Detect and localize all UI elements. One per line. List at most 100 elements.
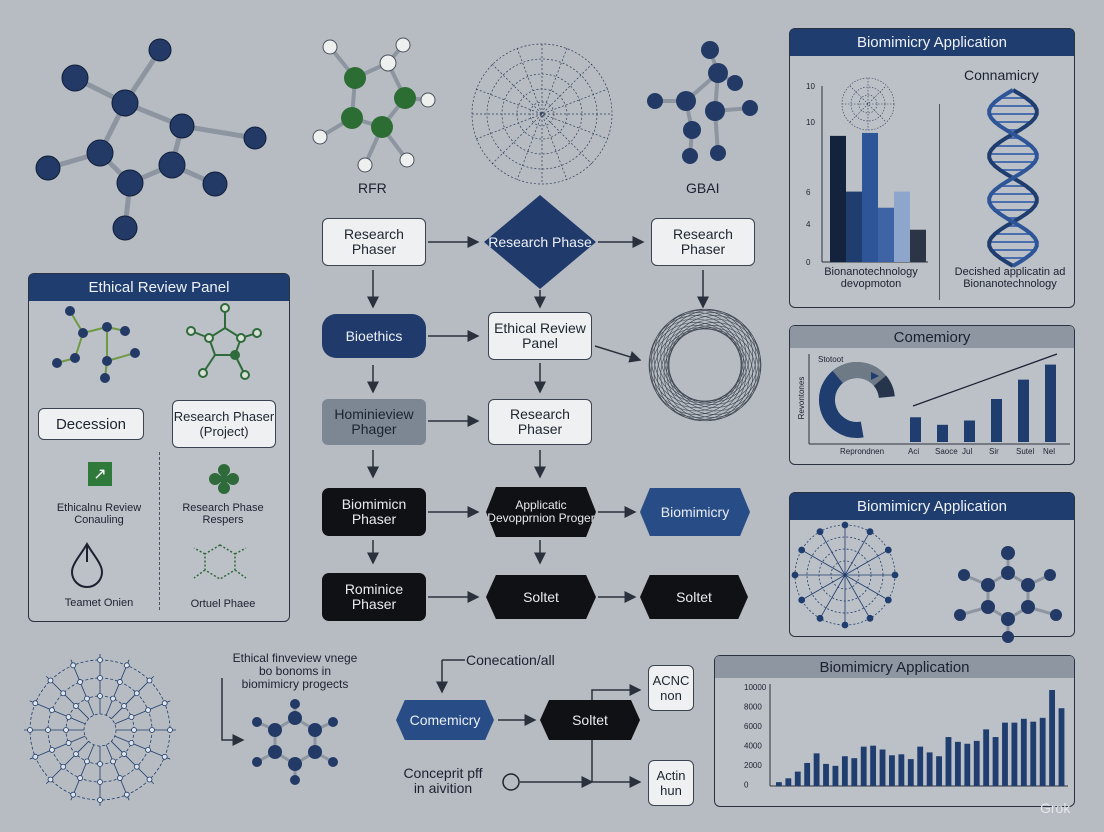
flow-biomimicry[interactable]: Biomimicry bbox=[640, 488, 750, 536]
ortual-phaee: Ortuel Phaee bbox=[190, 598, 256, 610]
comemiory-donut-label: Stotoot bbox=[818, 355, 844, 364]
bottom-acnc[interactable]: ACNC non bbox=[648, 665, 694, 711]
mid-molecule-icon bbox=[954, 546, 1062, 643]
ethical-panel-title: Ethical Review Panel bbox=[29, 274, 289, 301]
comemiory-bar bbox=[937, 424, 948, 442]
molecule-large-icon bbox=[35, 38, 267, 241]
ethical-review-consulting: Ethicalnu Review Conauling bbox=[56, 502, 142, 526]
ethical-molecule-left-icon bbox=[52, 306, 140, 383]
big-ytick: 8000 bbox=[744, 703, 762, 712]
flow-biomimicn-phaser[interactable]: Biomimicn Phaser bbox=[322, 488, 426, 536]
big-bar bbox=[841, 756, 848, 786]
flow-hominieview-phager[interactable]: Hominieview Phager bbox=[322, 399, 426, 445]
flow-application-development[interactable]: Applicatic Devopprnion Proger bbox=[486, 487, 596, 537]
big-bar bbox=[851, 758, 858, 786]
dna-helix-icon bbox=[987, 88, 1039, 268]
comemiory-xtick: Sir bbox=[989, 447, 999, 456]
big-bar bbox=[813, 753, 820, 786]
comemiory-bar bbox=[964, 420, 975, 442]
top-caption-left: Bionanotechnology devopmoton bbox=[824, 266, 918, 290]
big-bar bbox=[1058, 708, 1065, 786]
big-bar bbox=[964, 743, 971, 786]
top-bar bbox=[846, 191, 862, 262]
flow-bioethics[interactable]: Bioethics bbox=[322, 314, 426, 358]
big-ytick: 4000 bbox=[744, 742, 762, 751]
top-bar bbox=[830, 135, 846, 262]
big-ytick: 0 bbox=[744, 781, 749, 790]
big-bar bbox=[917, 746, 924, 786]
comemiory-title: Comemiory bbox=[790, 326, 1074, 348]
drop-icon bbox=[70, 542, 104, 588]
big-bar bbox=[870, 745, 877, 786]
top-bar bbox=[878, 207, 894, 262]
top-ytick: 4 bbox=[806, 220, 811, 229]
big-bar bbox=[945, 737, 952, 786]
big-bar bbox=[794, 771, 801, 786]
bottom-ethical-text: Ethical finveview vnege bo bonoms in bio… bbox=[232, 651, 358, 691]
comemiory-xtick: Saoce bbox=[935, 447, 958, 456]
radial-network-icon bbox=[24, 654, 176, 806]
comemiory-ylabel: Revontones bbox=[797, 376, 806, 420]
big-bar bbox=[823, 763, 829, 786]
big-bar bbox=[1030, 721, 1037, 786]
big-bar bbox=[1020, 718, 1027, 786]
big-bar bbox=[804, 762, 811, 786]
research-phase-respers: Research Phase Respers bbox=[182, 502, 264, 526]
bottom-comemicry[interactable]: Comemicry bbox=[396, 700, 494, 740]
big-bar bbox=[983, 729, 990, 786]
flow-ethical-review-panel[interactable]: Ethical Review Panel bbox=[488, 312, 592, 360]
molecule-blue-small-icon bbox=[647, 41, 758, 164]
comemiory-bar bbox=[991, 399, 1002, 442]
green-flower-icon bbox=[209, 464, 239, 494]
comemiory-bar bbox=[1018, 379, 1029, 442]
top-ytick: 0 bbox=[806, 258, 811, 267]
flow-soltet-1[interactable]: Soltet bbox=[486, 575, 596, 619]
flow-research-phaser-1[interactable]: Research Phaser bbox=[322, 218, 426, 266]
small-network-icon bbox=[841, 77, 895, 131]
comemiory-xtick: Jul bbox=[962, 447, 972, 456]
flow-research-phaser-2[interactable]: Research Phaser bbox=[651, 218, 755, 266]
comemiory-xtick: Nel bbox=[1043, 447, 1055, 456]
network-sphere-icon bbox=[471, 43, 613, 185]
ethical-research-phaser-box[interactable]: Research Phaser (Project) bbox=[172, 400, 276, 448]
bottom-actin[interactable]: Actin hun bbox=[648, 760, 694, 806]
ethical-divider bbox=[159, 452, 160, 610]
top-panel-subtitle: Connamicry bbox=[964, 67, 1039, 83]
big-bar bbox=[1039, 717, 1046, 786]
bottom-molecule-icon bbox=[252, 699, 338, 785]
big-bar bbox=[973, 740, 980, 786]
watermark-grok: Grok bbox=[1040, 800, 1071, 816]
big-bar bbox=[926, 752, 933, 786]
big-bar bbox=[776, 782, 782, 786]
dotted-molecule-icon bbox=[193, 544, 247, 580]
exit-icon: ↗ bbox=[88, 462, 112, 486]
big-bar bbox=[860, 746, 867, 786]
bottom-soltet[interactable]: Soltet bbox=[540, 700, 640, 740]
teamet-onien: Teamet Onien bbox=[64, 597, 134, 609]
flow-soltet-2[interactable]: Soltet bbox=[640, 575, 748, 619]
label-gbai: GBAI bbox=[686, 180, 720, 196]
big-bar bbox=[992, 737, 999, 786]
ethical-molecule-right-icon bbox=[186, 303, 262, 380]
top-ytick: 6 bbox=[806, 188, 811, 197]
top-panel-title: Biomimicry Application bbox=[790, 29, 1074, 56]
big-bar bbox=[832, 765, 839, 786]
flow-rominice-phaser[interactable]: Rominice Phaser bbox=[322, 573, 426, 621]
ethical-decision-box[interactable]: Decession bbox=[38, 408, 144, 440]
big-bar bbox=[879, 749, 886, 786]
big-ytick: 2000 bbox=[744, 761, 762, 770]
top-ytick: 10 bbox=[806, 82, 815, 91]
big-bar bbox=[907, 759, 914, 786]
bottom-conecation: Conecation/all bbox=[466, 652, 555, 668]
big-bar bbox=[785, 778, 792, 786]
web-network-icon bbox=[791, 521, 899, 629]
bottom-concepit: Conceprit pff in aivition bbox=[403, 765, 483, 796]
big-bar bbox=[898, 754, 905, 786]
top-bar bbox=[894, 191, 910, 262]
flow-research-phaser-3[interactable]: Research Phaser bbox=[488, 399, 592, 445]
big-ytick: 6000 bbox=[744, 722, 762, 731]
big-bar bbox=[889, 755, 895, 786]
big-bar bbox=[954, 741, 961, 786]
